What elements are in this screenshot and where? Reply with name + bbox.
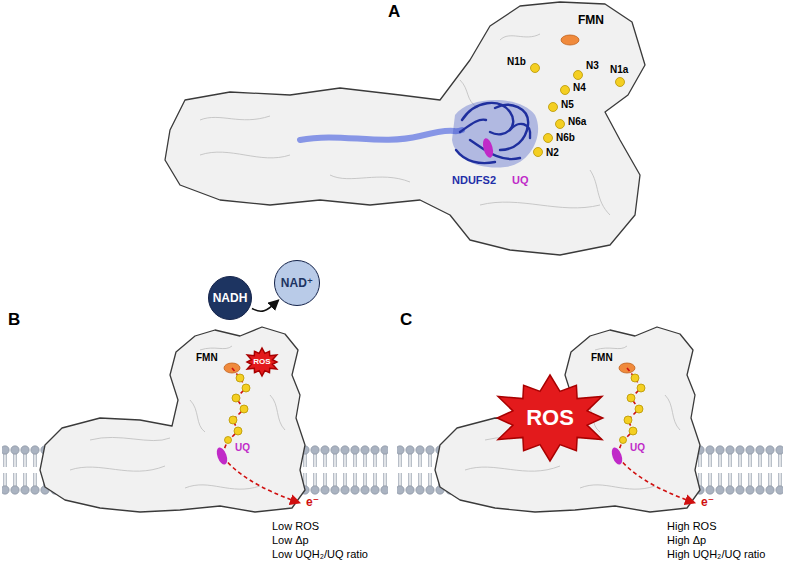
quinone-label: UQ <box>630 442 645 454</box>
condition-text: Low Δp <box>272 534 309 547</box>
cluster-label: N1b <box>507 56 526 68</box>
node-text: ROS <box>253 358 270 366</box>
surface-texture <box>200 34 610 215</box>
panel-letter: A <box>388 2 400 22</box>
condition-text: High ROS <box>667 520 717 533</box>
burst-outline <box>247 348 277 376</box>
cofactor-label: FMN <box>591 352 613 364</box>
node-text: NAD⁺ <box>281 277 313 289</box>
molecule-circle: NAD⁺ <box>274 260 320 306</box>
ubiquinone <box>481 137 495 159</box>
cluster-label: N6a <box>568 116 586 128</box>
protein-surface <box>165 2 645 255</box>
ndufs2-body <box>452 100 538 168</box>
ndufs2-ribbon <box>456 103 530 163</box>
cofactor-label: FMN <box>196 352 218 364</box>
subunit-label: NDUFS2 <box>452 174 496 187</box>
cluster-label: N4 <box>573 82 586 94</box>
cluster-label: N3 <box>586 60 599 72</box>
electron-label: e⁻ <box>306 496 319 510</box>
condition-text: Low UQH₂/UQ ratio <box>272 548 368 561</box>
molecule-circle: NADH <box>208 276 253 321</box>
panel-letter: B <box>8 310 20 330</box>
cofactor-label: FMN <box>578 14 604 28</box>
cluster-label: N5 <box>561 99 574 111</box>
ndufs2-helix <box>300 130 462 140</box>
fmn-cofactor <box>561 35 579 45</box>
panel-c-complex <box>397 327 783 512</box>
cluster-label: N6b <box>556 132 575 144</box>
node-text: ROS <box>526 407 574 429</box>
condition-text: High Δp <box>667 534 706 547</box>
panel-b-complex <box>2 327 388 512</box>
condition-text: High UQH₂/UQ ratio <box>667 548 765 561</box>
quinone-label: UQ <box>512 174 529 187</box>
panel-letter: C <box>400 310 412 330</box>
quinone-label: UQ <box>235 442 250 454</box>
electron-label: e⁻ <box>701 496 714 510</box>
cluster-label: N1a <box>610 64 628 76</box>
cluster-label: N2 <box>546 147 559 159</box>
panel-a <box>165 2 645 255</box>
node-text: NADH <box>213 292 248 304</box>
ros-burst: ROS <box>490 375 610 461</box>
reaction-arrow <box>252 300 279 311</box>
condition-text: Low ROS <box>272 520 319 533</box>
ros-burst: ROS <box>245 348 279 376</box>
iron-sulfur-clusters <box>531 64 625 157</box>
burst-outline <box>497 375 603 461</box>
